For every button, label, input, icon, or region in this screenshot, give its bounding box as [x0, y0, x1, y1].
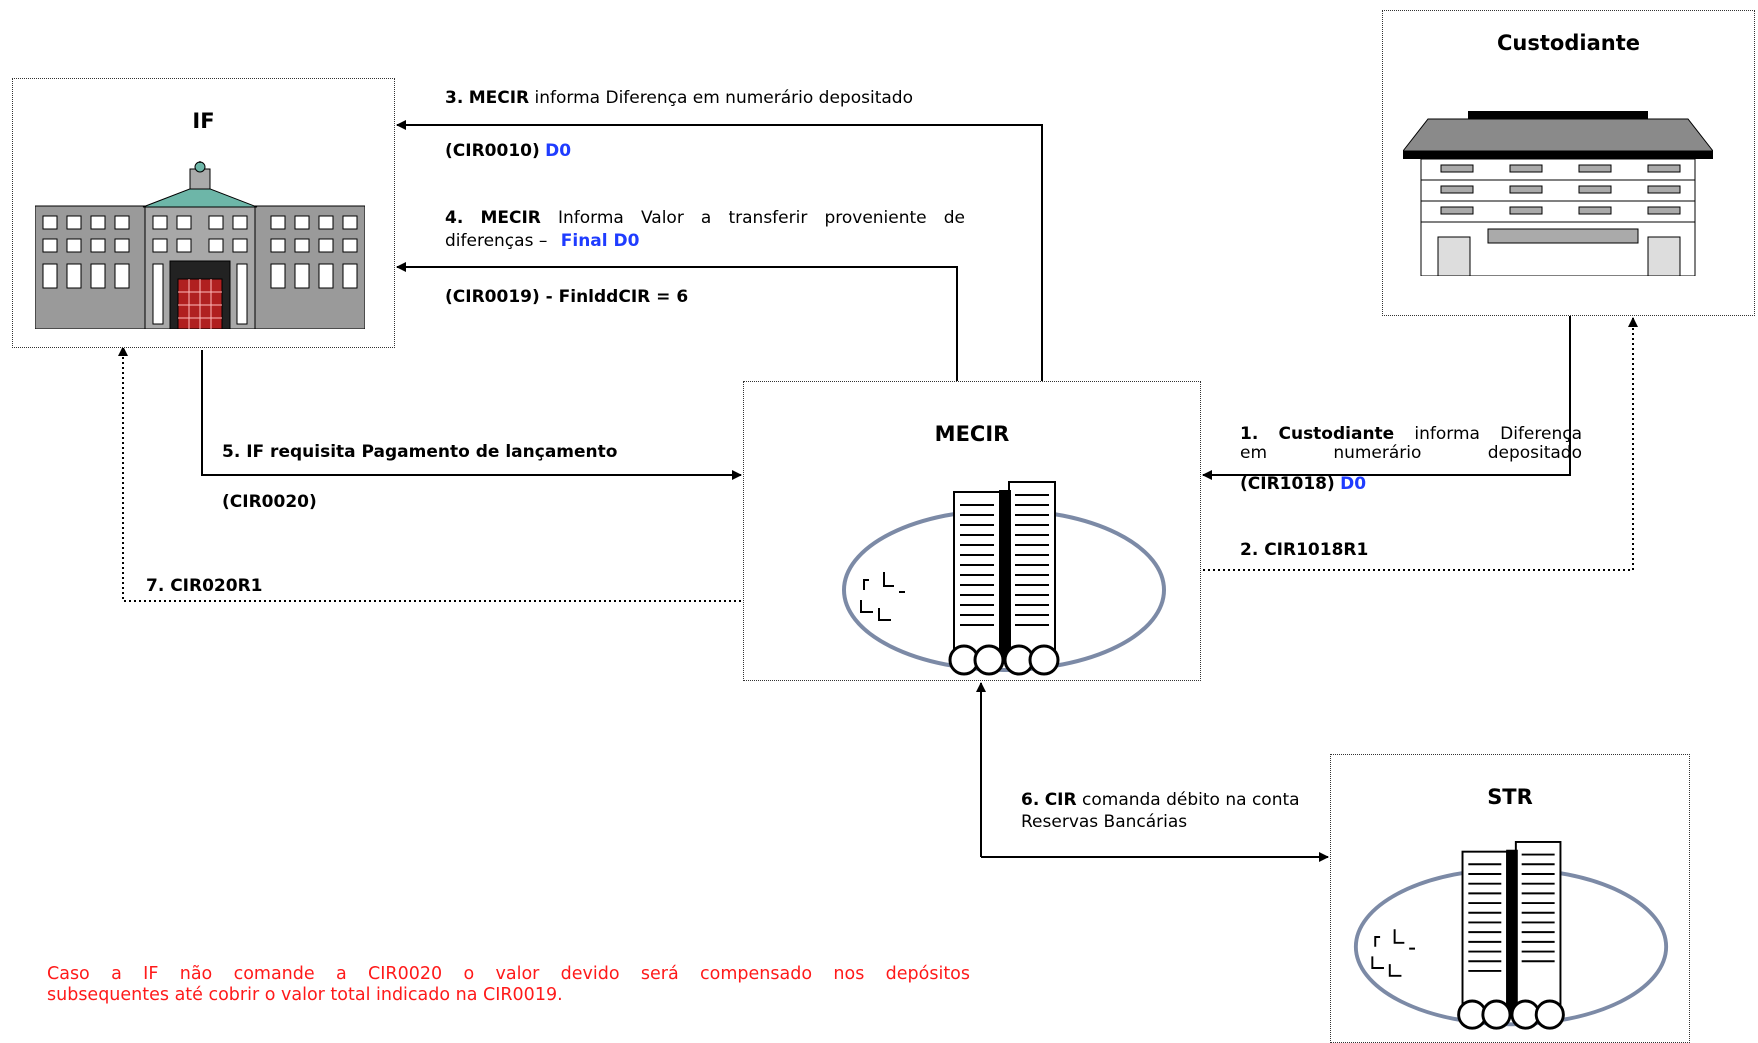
- step-3-text: informa Diferença em numerário depositad…: [534, 88, 913, 108]
- step-6-number: 6.: [1021, 790, 1040, 810]
- step-4-text-2: diferenças –: [445, 231, 548, 251]
- arrow-3-mecir-to-if: [396, 120, 1043, 381]
- step-4-final: Final D0: [560, 231, 640, 251]
- str-title: STR: [1487, 785, 1533, 809]
- step-7-text: 7. CIR020R1: [146, 576, 263, 596]
- if-box: IF: [12, 78, 395, 348]
- step-1-actor: Custodiante: [1278, 424, 1395, 444]
- custodiante-box: Custodiante: [1382, 10, 1755, 316]
- step-4-actor: MECIR: [480, 208, 541, 228]
- step-1-number: 1.: [1240, 424, 1259, 444]
- footnote-line-1: Caso a IF não comande a CIR0020 o valor …: [47, 964, 970, 984]
- arrow-7-mecir-to-if: [118, 346, 741, 602]
- step-5-code: (CIR0020): [222, 492, 317, 512]
- label-step-1-code: (CIR1018) D0: [1240, 474, 1366, 495]
- custodiante-title: Custodiante: [1497, 31, 1640, 55]
- step-5-text: 5. IF requisita Pagamento de lançamento: [222, 442, 618, 462]
- label-step-1: 1. Custodiante informa Diferença: [1240, 424, 1582, 445]
- step-1-text-1: informa Diferença: [1414, 424, 1583, 444]
- arrow-4-mecir-to-if: [396, 262, 958, 381]
- step-3-actor: MECIR: [468, 88, 530, 108]
- bank-building-illustration: [35, 161, 365, 329]
- step-3-code: (CIR0010): [445, 141, 540, 161]
- mecir-box: MECIR: [743, 381, 1201, 681]
- step-4-text-1: Informa Valor a transferir proveniente d…: [558, 208, 966, 228]
- label-step-3-code: (CIR0010) D0: [445, 141, 571, 162]
- step-6-actor: CIR: [1044, 790, 1077, 810]
- step-1-code: (CIR1018): [1240, 474, 1335, 494]
- arrow-5-if-to-mecir: [201, 350, 742, 480]
- step-4-code: (CIR0019) - FinlddCIR = 6: [445, 287, 689, 307]
- step-1-day: D0: [1340, 474, 1367, 494]
- mecir-title: MECIR: [934, 422, 1010, 446]
- label-step-4-line-2: diferenças – Final D0: [445, 231, 639, 252]
- label-step-4: 4. MECIR Informa Valor a transferir prov…: [445, 208, 965, 229]
- step-3-number: 3.: [445, 88, 464, 108]
- central-bank-logo: [842, 481, 1166, 676]
- label-step-3: 3. MECIR informa Diferença em numerário …: [445, 88, 965, 109]
- if-title: IF: [192, 109, 215, 133]
- step-6-text-1: comanda débito na conta: [1082, 790, 1300, 810]
- str-box: STR: [1330, 754, 1690, 1043]
- step-2-text: 2. CIR1018R1: [1240, 540, 1369, 560]
- step-4-number: 4.: [445, 208, 464, 228]
- central-bank-logo-str: [1353, 841, 1669, 1030]
- step-6-text-2: Reservas Bancárias: [1021, 812, 1188, 832]
- label-step-6: 6. CIR comanda débito na conta: [1021, 790, 1300, 811]
- custodian-building-illustration: [1403, 111, 1713, 276]
- arrow-2-mecir-to-custodiante: [1203, 317, 1638, 571]
- step-1-text-2: em numerário depositado: [1240, 443, 1582, 463]
- arrow-1-custodiante-to-mecir: [1202, 316, 1571, 480]
- step-3-day: D0: [545, 141, 572, 161]
- footnote-line-2: subsequentes até cobrir o valor total in…: [47, 985, 563, 1005]
